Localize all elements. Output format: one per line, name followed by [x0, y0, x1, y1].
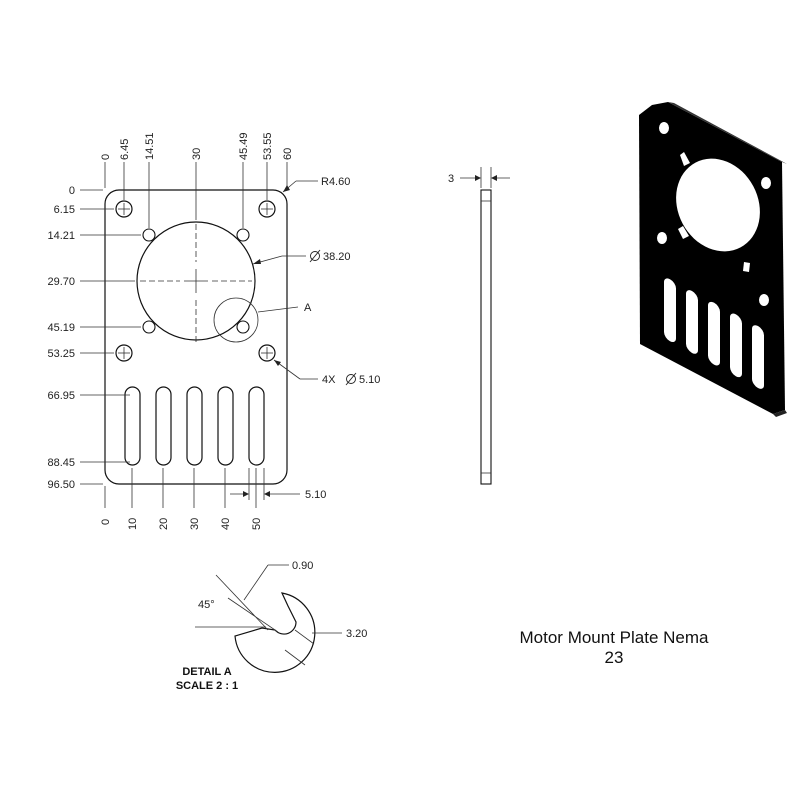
bottom-ordinate-2: 20: [158, 518, 170, 530]
top-ordinate-3: 30: [191, 148, 203, 160]
iso-slot-3: [708, 301, 720, 366]
top-ordinate-4: 45.49: [238, 132, 250, 160]
slot-width-dimension: 5.10: [230, 489, 326, 501]
bottom-ordinate-4: 40: [220, 518, 232, 530]
detail-a-leader: [257, 306, 299, 313]
iso-hole-2: [761, 177, 771, 189]
diameter-symbol-icon: [345, 372, 357, 386]
top-ordinate-6: 60: [282, 148, 294, 160]
left-ordinate-0: 0: [69, 185, 75, 197]
iso-slot-2: [686, 290, 698, 354]
top-ordinate-0: 0: [100, 154, 112, 160]
bottom-ordinate-lines: [104, 468, 265, 508]
bottom-ordinate-0: 0: [100, 519, 112, 525]
corner-radius-label: R4.60: [321, 176, 350, 188]
drawing-title-line1: Motor Mount Plate Nema: [520, 628, 710, 647]
detail-a-marker: A: [304, 302, 312, 314]
detail-angle: 45°: [198, 599, 215, 611]
iso-slot-1: [664, 278, 676, 343]
diameter-symbol-icon: [309, 249, 321, 263]
bore-notch-br: [236, 320, 250, 334]
hole-diameter-label: 5.10: [359, 374, 380, 386]
side-view: 3: [448, 167, 510, 485]
bottom-ordinate-5: 50: [251, 518, 263, 530]
top-ordinate-2: 14.51: [144, 132, 156, 160]
side-profile: [480, 189, 492, 485]
detail-a-circle: [213, 297, 259, 343]
top-ordinate-lines: [104, 162, 288, 228]
top-ordinate-5: 53.55: [262, 132, 274, 160]
iso-hole-1: [659, 122, 669, 134]
hole-count-label: 4X: [322, 374, 336, 386]
left-ordinate-3: 29.70: [47, 276, 75, 288]
thickness-label: 3: [448, 173, 454, 185]
iso-slot-4: [730, 313, 742, 378]
bore-diameter-callout: 38.20: [252, 249, 351, 265]
corner-radius-callout: R4.60: [282, 176, 350, 193]
iso-hole-3: [657, 232, 667, 244]
mount-hole-tl: [115, 200, 133, 218]
bore-diameter-label: 38.20: [323, 251, 351, 263]
detail-scale: SCALE 2 : 1: [176, 680, 238, 692]
detail-dim-090: 0.90: [292, 560, 313, 572]
slot-2: [155, 386, 172, 466]
left-ordinate-5: 53.25: [47, 348, 75, 360]
iso-slot-5: [752, 325, 764, 389]
bottom-ordinate-1: 10: [127, 518, 139, 530]
slot-4: [217, 386, 234, 466]
iso-hole-4: [759, 294, 769, 306]
left-ordinate-7: 88.45: [47, 457, 75, 469]
detail-a-profile: [234, 592, 316, 673]
detail-dim-320: 3.20: [346, 628, 367, 640]
iso-bore: [676, 158, 760, 252]
detail-title: DETAIL A: [182, 666, 231, 678]
slot-1: [124, 386, 141, 466]
hole-callout: 4X 5.10: [273, 359, 380, 386]
left-ordinate-2: 14.21: [47, 230, 75, 242]
top-ordinate-1: 6.45: [119, 139, 131, 160]
slot-width-label: 5.10: [305, 489, 326, 501]
left-ordinate-6: 66.95: [47, 390, 75, 402]
front-view: A 0 6.45 14.51 30 45.49 53.55 60: [47, 132, 380, 530]
mount-hole-bl: [115, 344, 133, 362]
bore-notch-tl: [142, 228, 156, 242]
left-ordinate-1: 6.15: [54, 204, 75, 216]
left-ordinate-4: 45.19: [47, 322, 75, 334]
detail-a-view: 0.90 45° 3.20 DETAIL A SCALE 2 : 1: [176, 560, 368, 692]
left-ordinate-lines: [80, 189, 141, 485]
bore-notch-tr: [236, 228, 250, 242]
slot-3: [186, 386, 203, 466]
mount-hole-tr: [258, 200, 276, 218]
left-ordinate-8: 96.50: [47, 479, 75, 491]
mount-hole-br: [258, 344, 276, 362]
drawing-title-line2: 23: [605, 648, 624, 667]
iso-render: [639, 102, 787, 417]
slot-5: [248, 386, 265, 466]
bottom-ordinate-3: 30: [189, 518, 201, 530]
bore-notch-bl: [142, 320, 156, 334]
